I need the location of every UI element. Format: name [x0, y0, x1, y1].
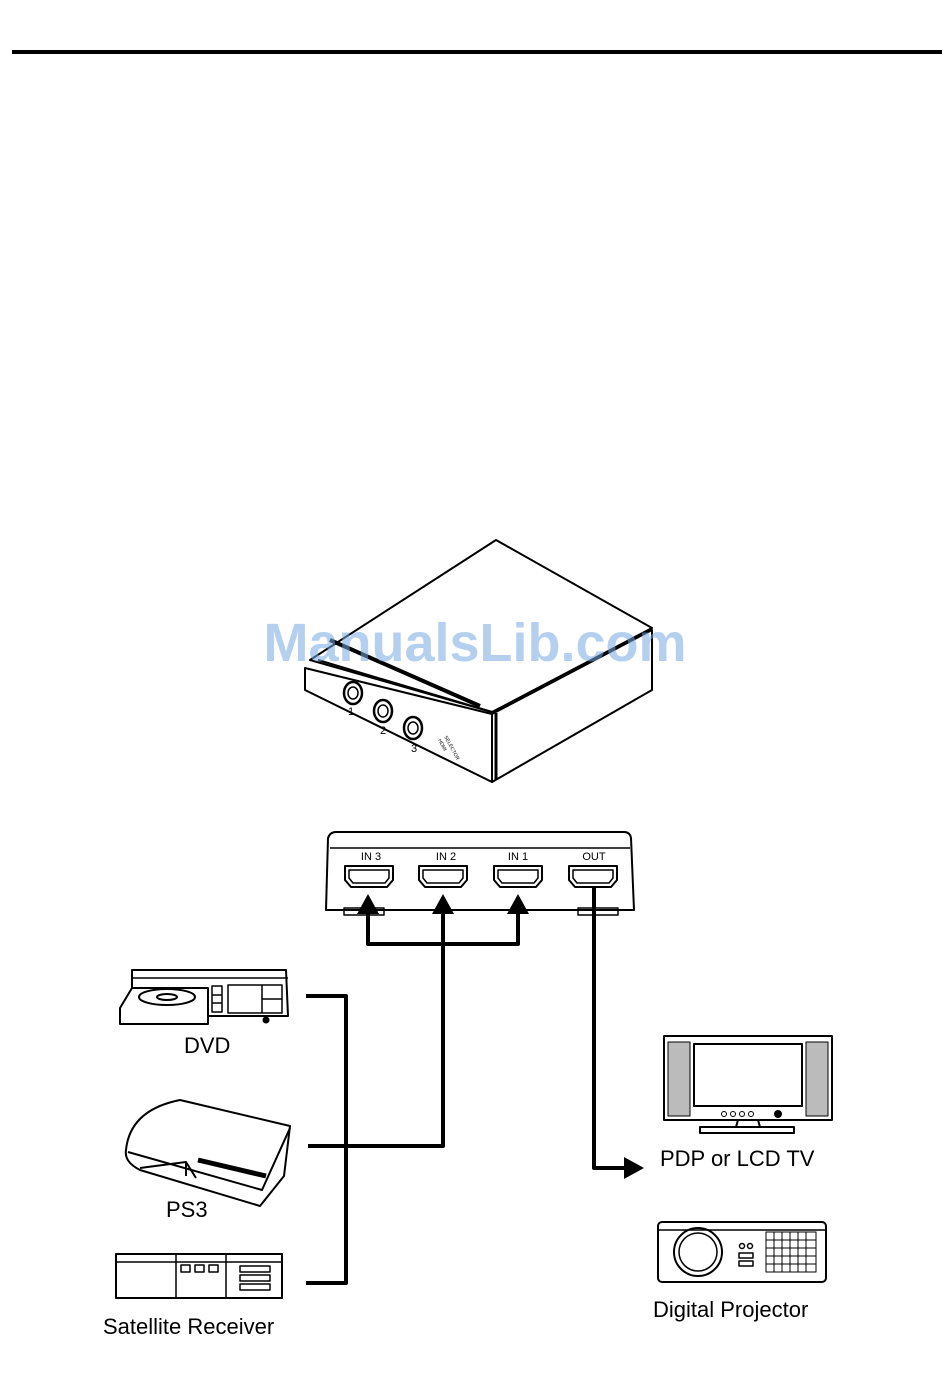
projector-icon	[658, 1222, 826, 1282]
connection-lines	[308, 890, 626, 1283]
label-tv: PDP or LCD TV	[660, 1146, 814, 1172]
ps3-console-icon	[126, 1100, 290, 1206]
dvd-player-icon	[120, 970, 288, 1024]
selector-button-label-3: 3	[411, 743, 417, 755]
label-dvd: DVD	[184, 1033, 230, 1059]
selector-button-label-1: 1	[348, 706, 354, 718]
port-label-in2: IN 2	[436, 851, 456, 863]
label-ps3: PS3	[166, 1197, 208, 1223]
port-label-in1: IN 1	[508, 851, 528, 863]
arrow-right-tv	[624, 1157, 644, 1179]
tv-icon	[664, 1036, 832, 1133]
label-projector: Digital Projector	[653, 1297, 808, 1323]
arrowheads	[357, 894, 644, 1179]
selector-button-label-2: 2	[380, 725, 386, 737]
satellite-receiver-icon	[116, 1254, 282, 1298]
hdmi-selector-box: 1 2 3 HDMI SELECTOR	[305, 540, 652, 782]
port-label-in3: IN 3	[361, 851, 381, 863]
port-label-out: OUT	[582, 851, 606, 863]
label-satellite-receiver: Satellite Receiver	[103, 1314, 274, 1340]
